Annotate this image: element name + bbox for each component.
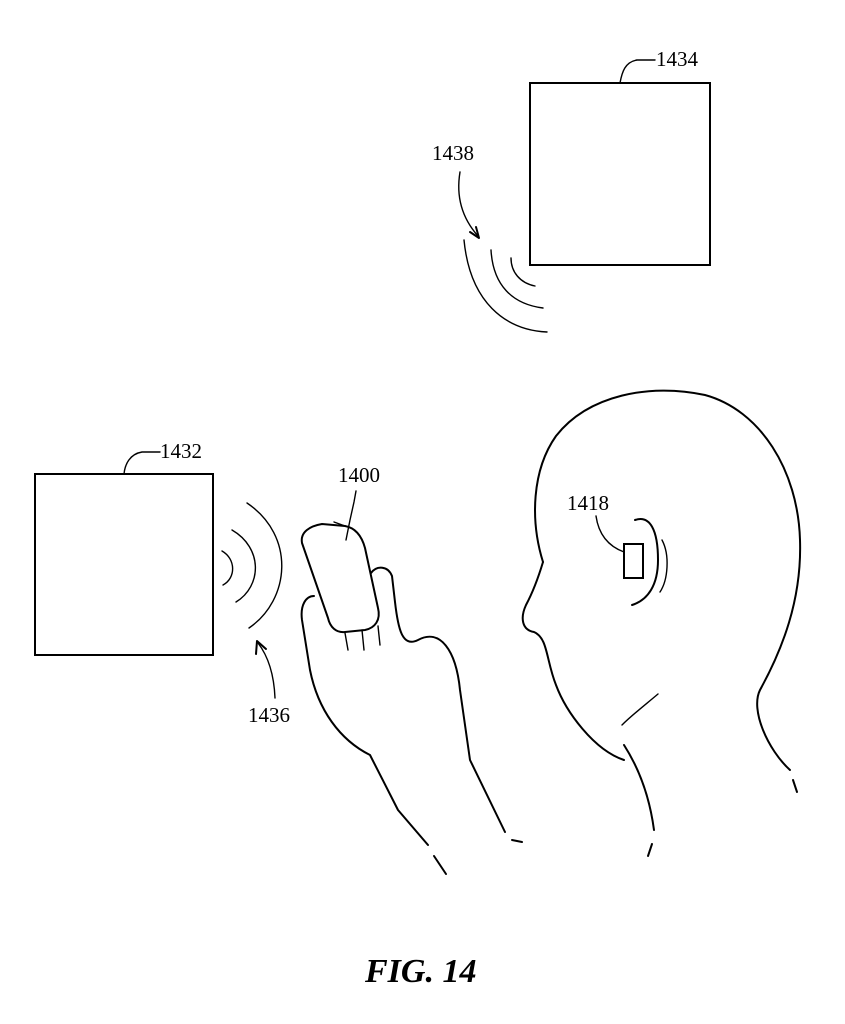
neck-dash [647,843,653,857]
label-1436: 1436 [248,703,290,727]
device-1432: 1432 [34,439,214,656]
signal-arc-middle [490,249,544,309]
label-1432: 1432 [160,439,202,463]
jaw-line [621,693,659,726]
label-1438: 1438 [432,141,474,165]
leader-line-1400 [345,490,357,541]
signal-arc-inner [221,550,234,586]
signal-1436: 1436 [221,502,290,727]
handheld-device-1400 [300,523,380,634]
leader-line-1432 [123,451,161,475]
hand-thumb-and-back [370,566,506,833]
signal-1438: 1438 [432,141,548,333]
signal-arc-inner [510,257,536,287]
ear-inner [659,539,668,593]
hand-dash-1 [511,839,523,843]
finger-crease-1 [344,632,349,651]
figure-caption: FIG. 14 [364,953,476,990]
signal-arc-middle [231,529,257,603]
earpiece-1418 [623,543,644,579]
ear-outer [631,518,659,606]
head-dash [792,779,798,793]
neck-line [623,744,655,831]
arrow-1438-shaft [458,171,479,237]
arrow-1438-head [469,226,480,239]
device-1434: 1434 [529,47,711,266]
label-1400: 1400 [338,463,380,487]
handheld-edge [333,521,346,527]
face-profile [521,561,625,761]
arrow-1436-shaft [257,642,276,699]
label-1418: 1418 [567,491,609,515]
finger-crease-2 [361,629,365,651]
leader-line-1434 [619,59,656,84]
hand-fingers-front [300,595,429,846]
arrow-1436-head [255,640,267,655]
signal-arc-outer [246,502,283,629]
device-1432-box [34,473,214,656]
hand-dash-2 [433,855,447,875]
hand-with-device-1400: 1400 [300,463,523,875]
label-1434: 1434 [656,47,699,71]
head-outline [534,389,802,771]
head-with-earpiece-1418: 1418 [521,389,802,857]
leader-line-1418 [595,515,625,553]
signal-arc-outer [463,239,548,333]
device-1434-box [529,82,711,266]
finger-crease-3 [377,625,381,646]
